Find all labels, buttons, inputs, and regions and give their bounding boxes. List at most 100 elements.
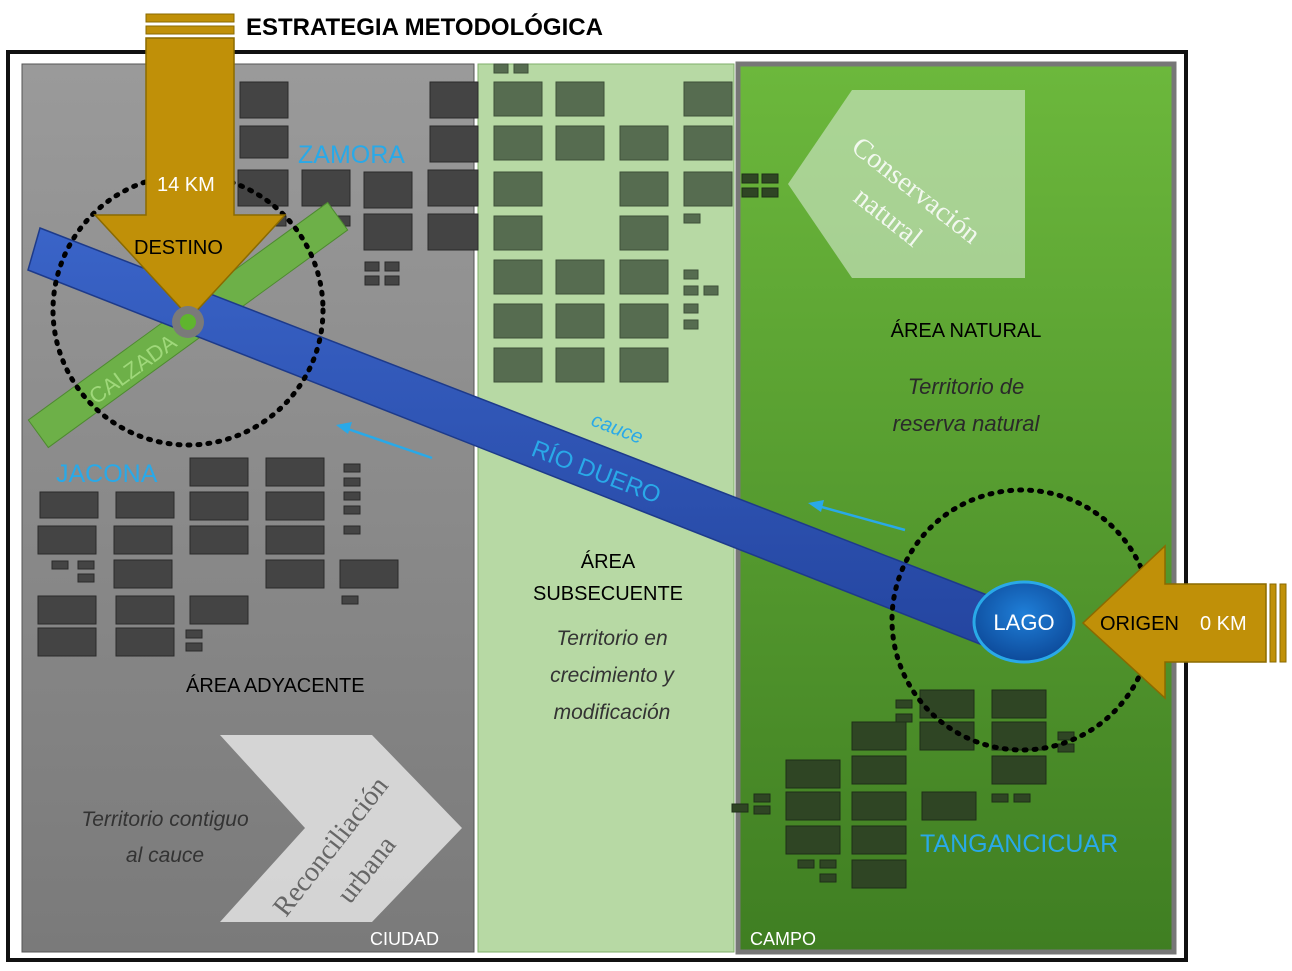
lake-label: LAGO bbox=[993, 610, 1054, 635]
city-building bbox=[343, 525, 361, 535]
rural-building bbox=[785, 791, 841, 821]
rural-building bbox=[819, 873, 837, 883]
destination-label: DESTINO bbox=[134, 237, 223, 259]
destination-point-core bbox=[180, 314, 196, 330]
adjacent-area-title: ÁREA ADYACENTE bbox=[186, 674, 365, 697]
rural-building bbox=[797, 859, 815, 869]
city-building bbox=[265, 525, 325, 555]
city-building bbox=[364, 275, 380, 286]
subsequent-area-desc-line3: modificación bbox=[554, 701, 671, 724]
city-building bbox=[189, 525, 249, 555]
transition-building bbox=[619, 215, 669, 251]
transition-building bbox=[683, 285, 699, 296]
transition-building bbox=[619, 347, 669, 383]
city-building bbox=[237, 169, 289, 207]
city-building bbox=[239, 81, 289, 119]
transition-building bbox=[555, 303, 605, 339]
city-building bbox=[301, 169, 351, 207]
rural-building bbox=[785, 825, 841, 855]
city-building bbox=[343, 463, 361, 473]
city-building bbox=[77, 560, 95, 570]
rural-building bbox=[761, 173, 779, 184]
rural-building bbox=[753, 805, 771, 815]
city-building bbox=[265, 457, 325, 487]
city-building bbox=[429, 125, 479, 163]
destination-arrow bbox=[93, 13, 287, 320]
city-building bbox=[189, 491, 249, 521]
natural-area-desc-line1: Territorio de bbox=[908, 374, 1025, 399]
origin-label: ORIGEN bbox=[1100, 613, 1179, 635]
flow-arrow-nature bbox=[817, 504, 906, 532]
natural-area-title: ÁREA NATURAL bbox=[891, 319, 1042, 342]
city-building bbox=[239, 125, 289, 159]
city-building bbox=[189, 595, 249, 625]
city-building bbox=[341, 595, 359, 605]
rural-building bbox=[1057, 731, 1075, 741]
tangancicuar-label: TANGANCICUAR bbox=[920, 830, 1118, 858]
city-building bbox=[427, 169, 479, 207]
origin-km: 0 KM bbox=[1200, 613, 1247, 635]
transition-building bbox=[619, 259, 669, 295]
rural-building bbox=[761, 187, 779, 198]
transition-building bbox=[493, 215, 543, 251]
subsequent-area-desc-line2: crecimiento y bbox=[550, 664, 675, 687]
transition-building bbox=[493, 259, 543, 295]
rural-building bbox=[991, 755, 1047, 785]
transition-building bbox=[683, 319, 699, 330]
rural-building bbox=[895, 713, 913, 723]
transition-building bbox=[555, 125, 605, 161]
destination-km: 14 KM bbox=[157, 174, 215, 196]
rural-building bbox=[851, 755, 907, 785]
lake bbox=[972, 580, 1076, 664]
adjacent-area-desc-line1: Territorio contiguo bbox=[81, 808, 249, 831]
transition-building bbox=[493, 347, 543, 383]
rural-building bbox=[1057, 743, 1075, 753]
transition-building bbox=[619, 303, 669, 339]
rural-building bbox=[851, 825, 907, 855]
transition-building bbox=[683, 213, 701, 224]
transition-building bbox=[683, 171, 733, 207]
transition-building bbox=[555, 259, 605, 295]
rural-building bbox=[753, 793, 771, 803]
city-label: CIUDAD bbox=[370, 929, 439, 949]
transition-building bbox=[493, 171, 543, 207]
rural-building bbox=[741, 173, 759, 184]
city-building bbox=[384, 275, 400, 286]
transition-building bbox=[683, 303, 699, 314]
city-building bbox=[51, 560, 69, 570]
rural-building bbox=[785, 759, 841, 789]
transition-building bbox=[683, 81, 733, 117]
subsequent-area-title-line1: ÁREA bbox=[581, 550, 636, 573]
rural-building bbox=[991, 721, 1047, 751]
city-building bbox=[115, 627, 175, 657]
rural-building bbox=[851, 721, 907, 751]
reconciliation-chevron bbox=[220, 735, 462, 922]
conservation-chevron bbox=[788, 90, 1025, 278]
country-label: CAMPO bbox=[750, 929, 816, 949]
transition-building bbox=[683, 125, 733, 161]
rural-building bbox=[741, 187, 759, 198]
rural-building bbox=[851, 791, 907, 821]
rural-building bbox=[1013, 793, 1031, 803]
city-building bbox=[77, 573, 95, 583]
rural-building bbox=[991, 793, 1009, 803]
transition-building bbox=[619, 125, 669, 161]
city-building bbox=[339, 559, 399, 589]
rural-building bbox=[731, 803, 749, 813]
flow-arrowhead-nature bbox=[808, 500, 824, 512]
rural-building bbox=[851, 859, 907, 889]
natural-area-desc-line2: reserva natural bbox=[893, 411, 1041, 436]
city-building bbox=[113, 559, 173, 589]
transition-building bbox=[493, 303, 543, 339]
city-building bbox=[185, 642, 203, 652]
transition-building bbox=[493, 63, 509, 74]
city-building bbox=[265, 491, 325, 521]
city-building bbox=[343, 505, 361, 515]
transition-building bbox=[555, 347, 605, 383]
rural-building bbox=[991, 689, 1047, 719]
rural-building bbox=[819, 859, 837, 869]
transition-building bbox=[555, 81, 605, 117]
transition-building bbox=[493, 81, 543, 117]
